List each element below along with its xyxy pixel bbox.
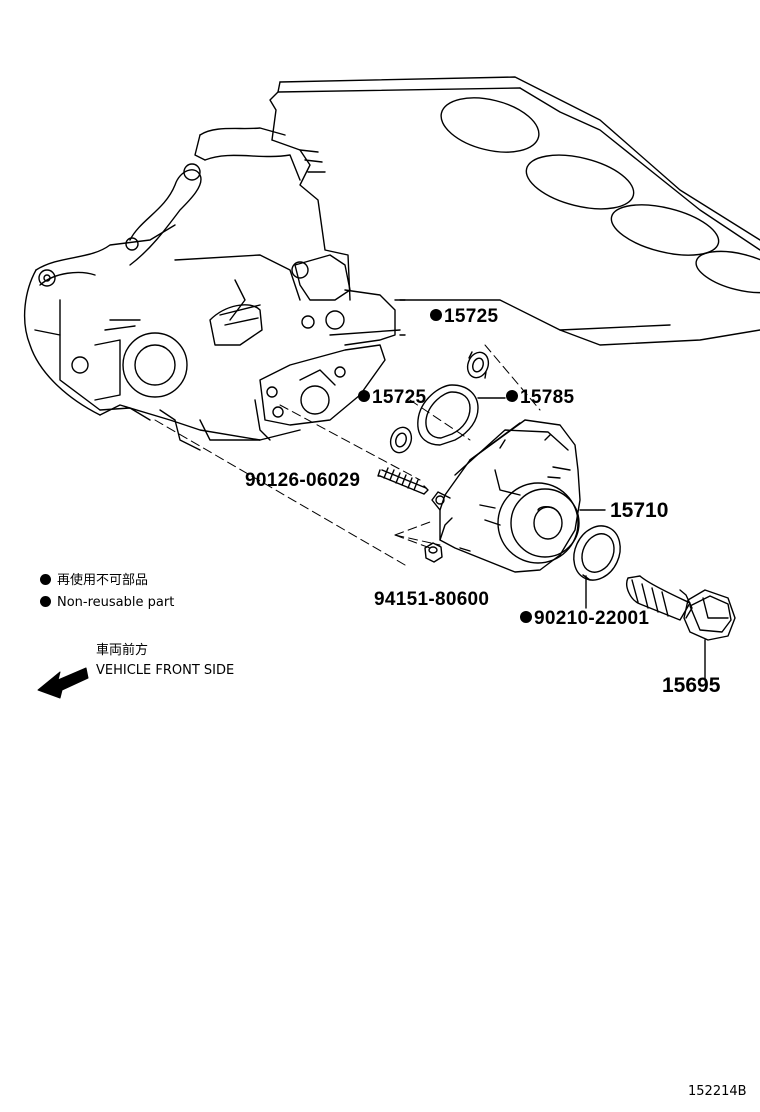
engine-housing-drawing <box>25 128 405 450</box>
non-reusable-dot-icon <box>506 390 518 402</box>
callout-90210-22001: 90210-22001 <box>520 609 649 628</box>
legend-english: Non-reusable part <box>40 596 174 609</box>
vehicle-front-english: VEHICLE FRONT SIDE <box>96 663 235 678</box>
part-number-label: 90126-06029 <box>245 470 361 491</box>
part-number-label: 15725 <box>444 306 499 327</box>
non-reusable-dot-icon <box>40 574 51 585</box>
callout-15695: 15695 <box>662 675 720 696</box>
illustration-code: 152214B <box>688 1084 747 1099</box>
seal-90210-drawing <box>565 518 629 608</box>
callout-15710: 15710 <box>610 500 668 521</box>
legend-english-text: Non-reusable part <box>57 595 175 610</box>
oil-filter-bracket-15710-drawing <box>432 420 605 572</box>
legend-japanese-text: 再使用不可部品 <box>57 573 149 588</box>
callout-15725-mid: 15725 <box>358 388 426 407</box>
gasket-15785-drawing <box>418 385 505 445</box>
non-reusable-dot-icon <box>40 596 51 607</box>
engine-block-drawing <box>270 77 760 345</box>
callout-15785: 15785 <box>506 388 574 407</box>
non-reusable-dot-icon <box>520 611 532 623</box>
callout-15725-top: 15725 <box>430 307 498 326</box>
part-number-label: 15710 <box>610 499 669 522</box>
part-number-label: 15725 <box>372 387 427 408</box>
part-number-label: 15695 <box>662 674 721 697</box>
non-reusable-dot-icon <box>430 309 442 321</box>
union-bolt-15695-drawing <box>627 576 735 680</box>
o-ring-15725-top-drawing <box>464 349 492 380</box>
non-reusable-dot-icon <box>358 390 370 402</box>
callout-94151-80600: 94151-80600 <box>374 590 489 609</box>
vehicle-front-arrow <box>38 668 88 698</box>
o-ring-15725-mid-drawing <box>387 424 415 455</box>
vehicle-front-japanese: 車両前方 <box>96 643 149 658</box>
stud-bolt-90126-drawing <box>378 468 428 494</box>
part-number-label: 94151-80600 <box>374 589 490 610</box>
callout-90126-06029: 90126-06029 <box>245 471 360 490</box>
nut-94151-drawing <box>425 543 442 562</box>
part-number-label: 15785 <box>520 387 575 408</box>
legend-japanese: 再使用不可部品 <box>40 574 148 587</box>
alignment-dashed-lines <box>155 345 540 565</box>
part-number-label: 90210-22001 <box>534 608 650 629</box>
